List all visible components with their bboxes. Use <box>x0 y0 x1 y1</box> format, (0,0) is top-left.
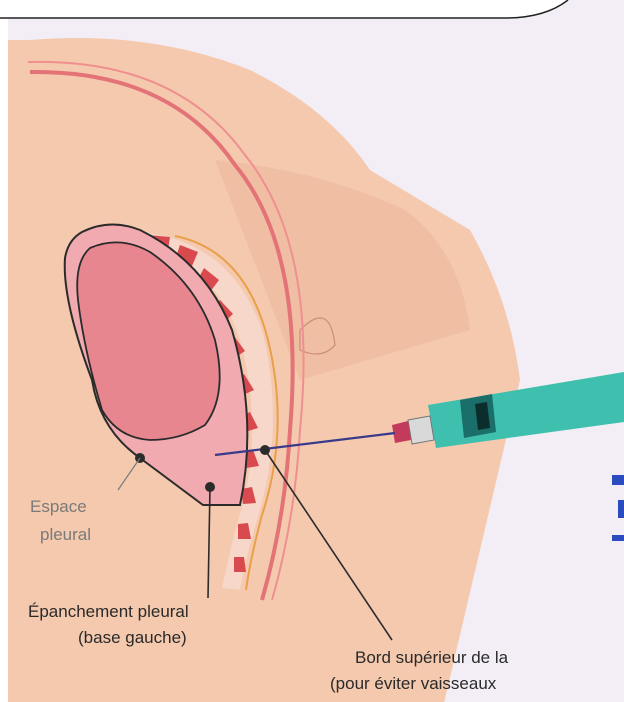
label-espace-pleural-1: Espace <box>30 497 87 516</box>
label-espace-pleural-2: pleural <box>40 525 91 544</box>
label-epanchement-1: Épanchement pleural <box>28 602 189 621</box>
label-bord-superieur-2: (pour éviter vaisseaux <box>330 674 497 693</box>
left-margin <box>0 0 8 702</box>
label-epanchement-2: (base gauche) <box>78 628 187 647</box>
header-tab <box>0 0 568 18</box>
label-bord-superieur-1: Bord supérieur de la <box>355 648 509 667</box>
